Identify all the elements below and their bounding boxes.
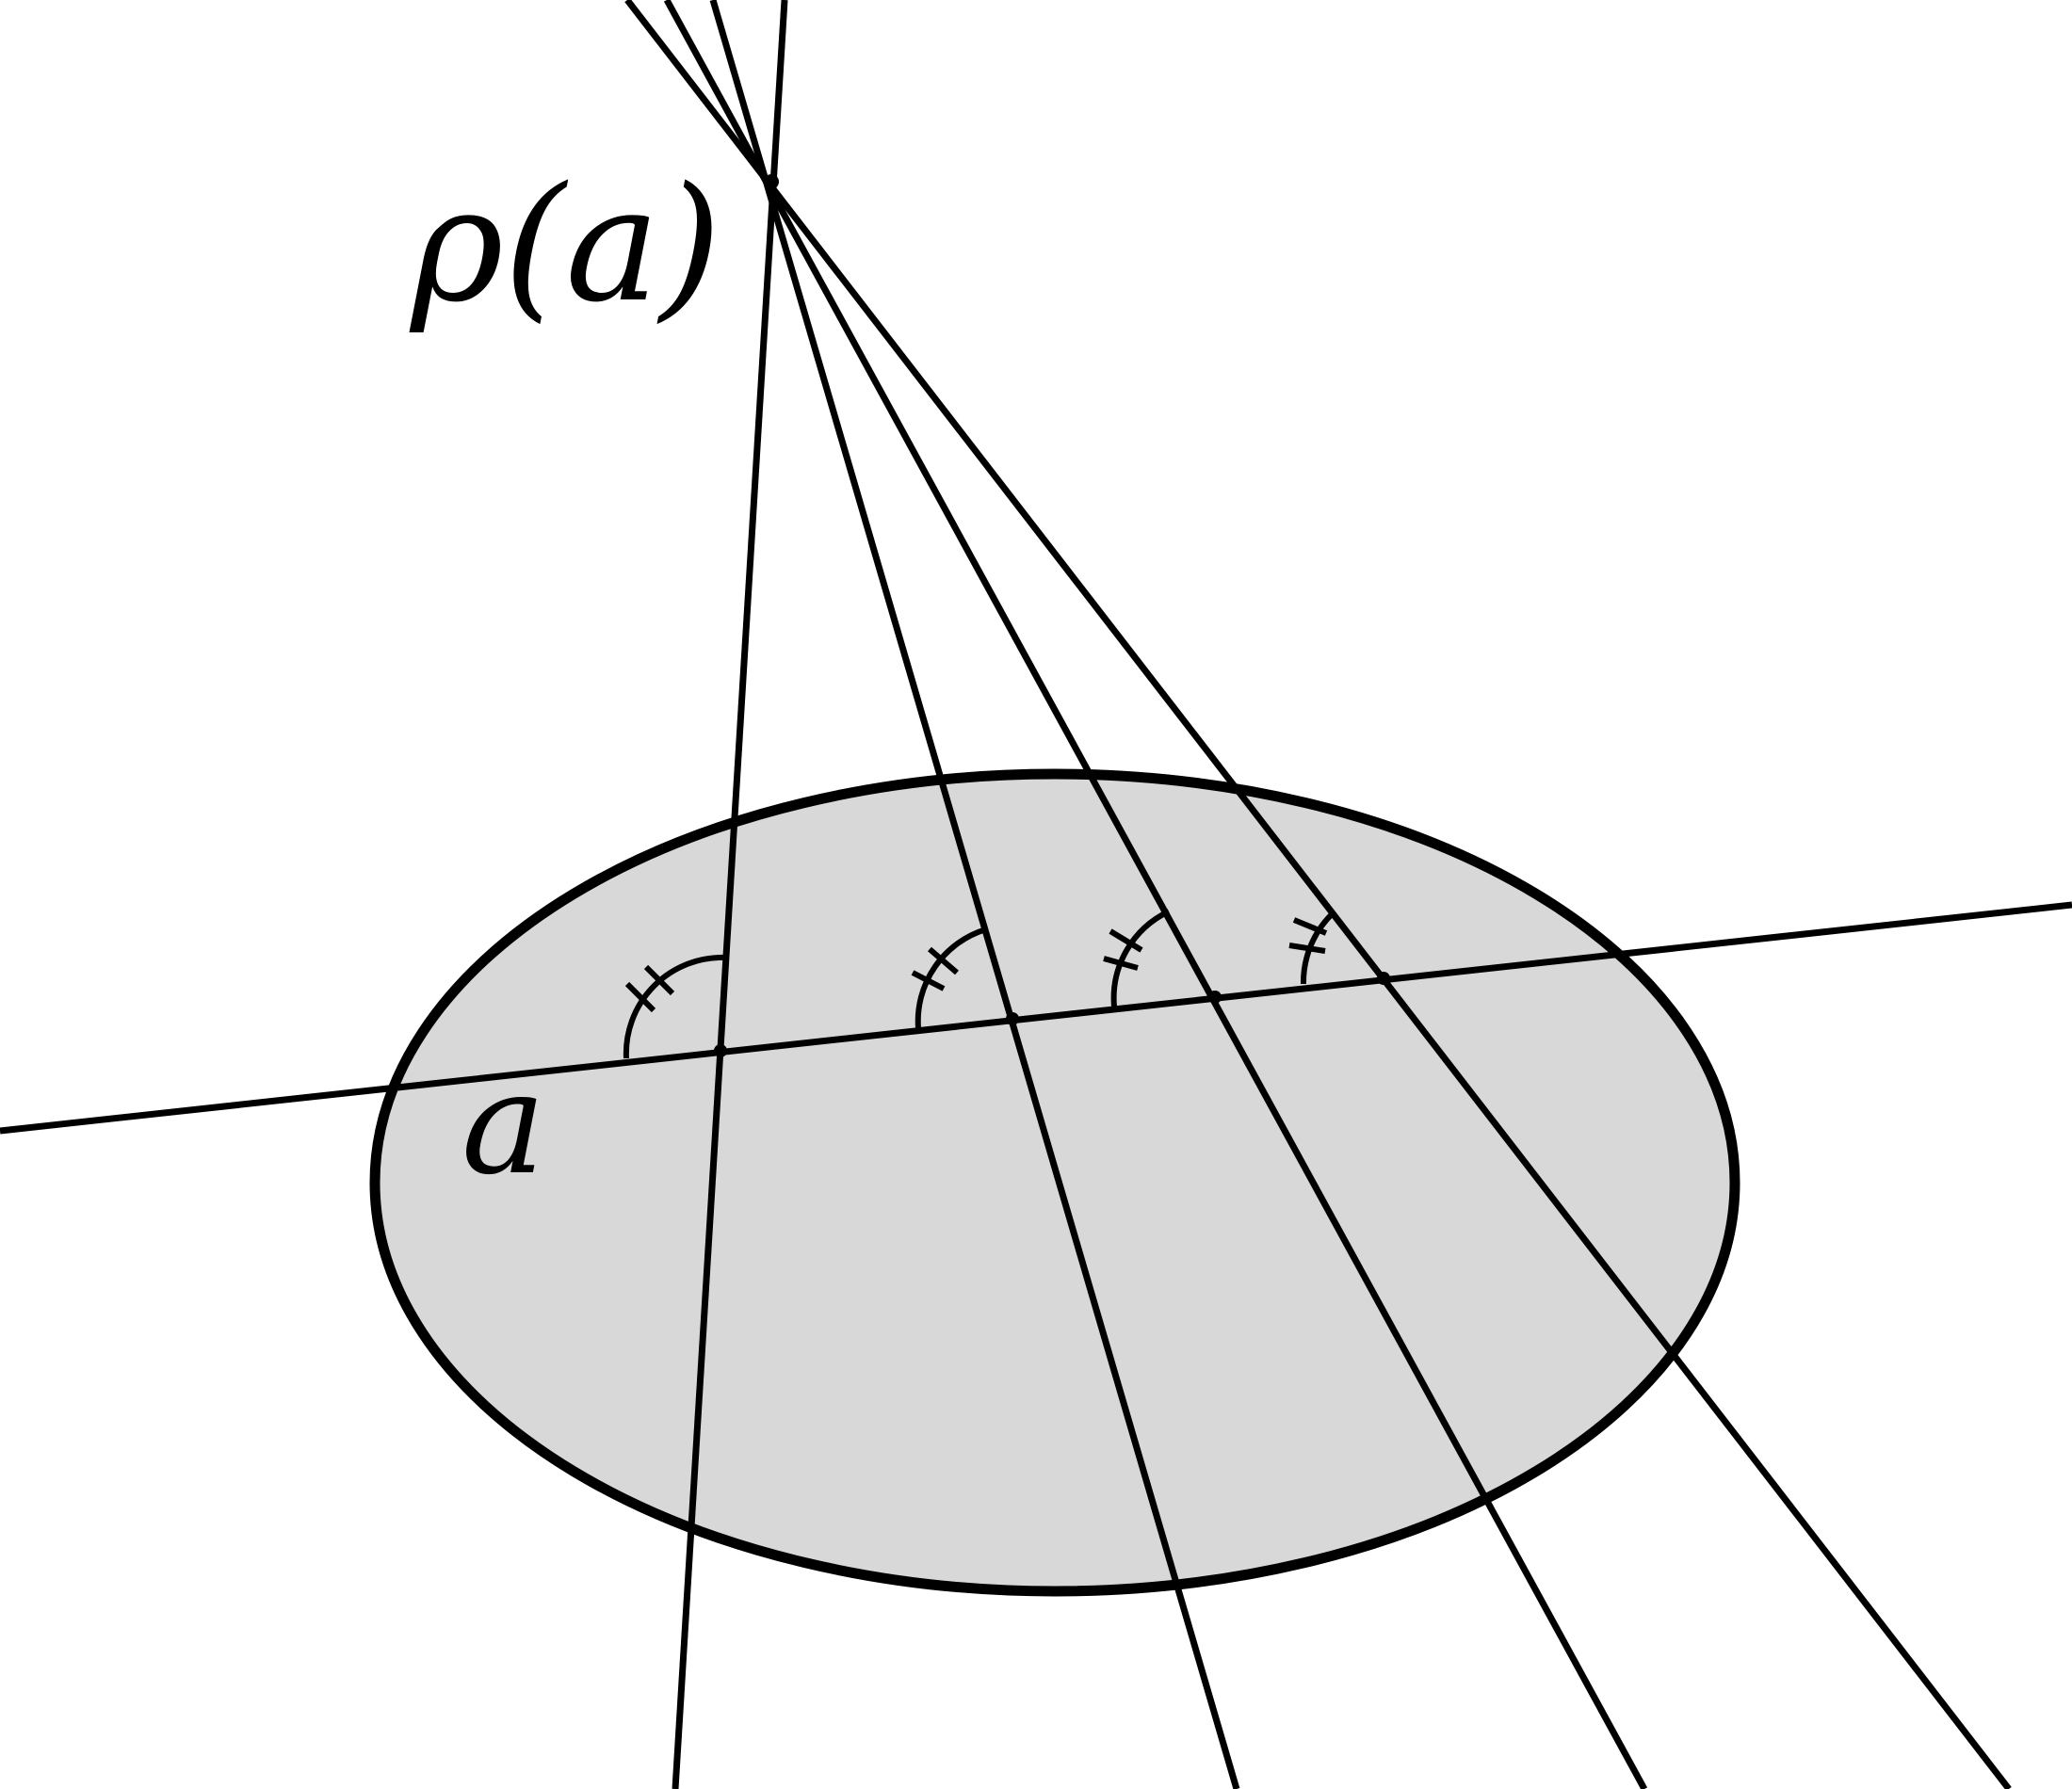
intersection-point-2	[1006, 1012, 1019, 1025]
disk	[369, 768, 1740, 1597]
angle-mark-3	[1103, 909, 1171, 1007]
pole-line-1	[672, 0, 788, 1789]
line-label: a	[461, 1042, 545, 1206]
pole-label: ρ(a)	[409, 153, 721, 337]
intersection-point-1	[714, 1044, 727, 1057]
pole-point	[764, 174, 779, 189]
angle-mark-1	[623, 954, 727, 1059]
line-a	[0, 901, 2072, 1135]
angle-mark-2	[911, 927, 987, 1029]
intersection-point-3	[1208, 991, 1222, 1004]
intersection-point-4	[1377, 972, 1390, 985]
pole-line-2	[709, 0, 1240, 1789]
angle-mark-4	[1288, 911, 1335, 985]
pole-line-3	[663, 0, 1648, 1789]
pole-line-4	[624, 0, 2012, 1789]
